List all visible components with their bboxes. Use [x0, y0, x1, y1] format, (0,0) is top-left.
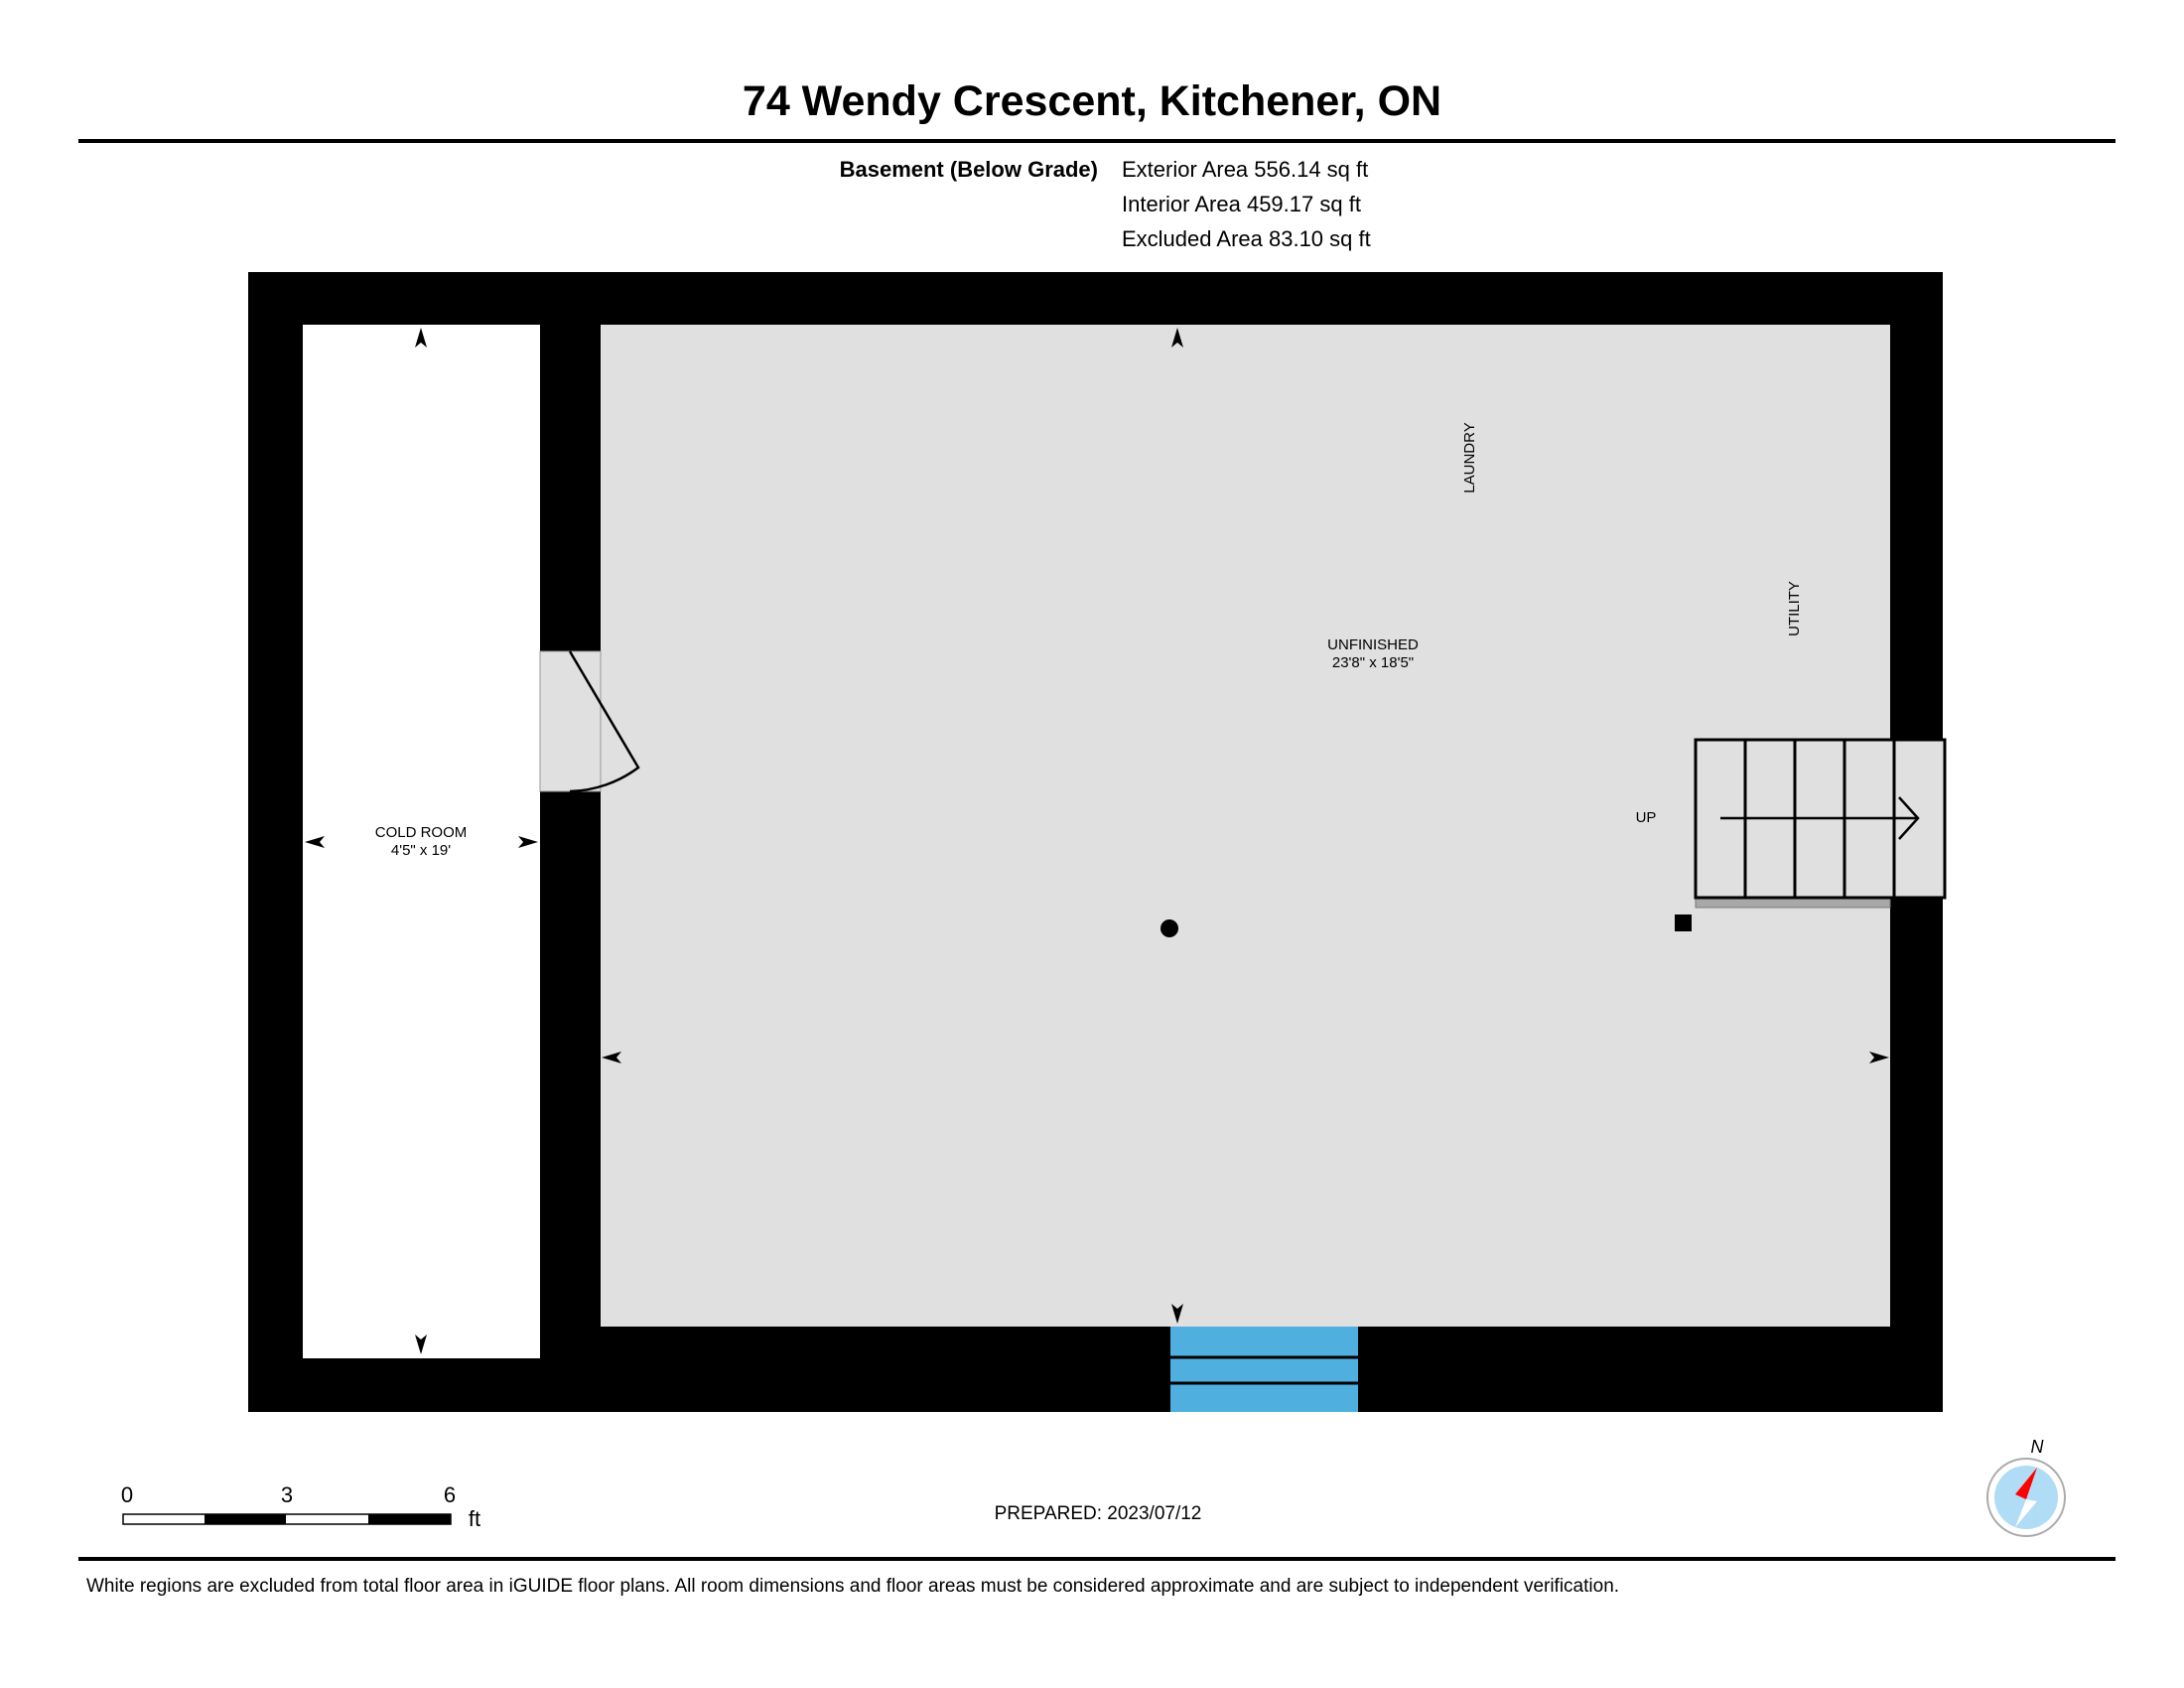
- scale-tick-0: 0: [120, 1482, 134, 1507]
- top-divider: [78, 139, 2116, 143]
- room-name: UNFINISHED: [1327, 636, 1419, 653]
- scale-unit: ft: [468, 1506, 481, 1531]
- scale-bar: [122, 1513, 452, 1525]
- exterior-area: Exterior Area 556.14 sq ft: [1122, 157, 1369, 182]
- floor-name: Basement (Below Grade): [839, 157, 1098, 182]
- disclaimer: White regions are excluded from total fl…: [86, 1576, 1620, 1597]
- unfinished-label: UNFINISHED 23'8" x 18'5": [1327, 636, 1419, 672]
- room-dims: 23'8" x 18'5": [1331, 654, 1415, 671]
- scale-tick-3: 3: [280, 1482, 294, 1507]
- post-circle: [1160, 919, 1178, 937]
- room-name: COLD ROOM: [374, 824, 468, 841]
- stairs: [1694, 738, 1947, 909]
- excluded-area: Excluded Area 83.10 sq ft: [1122, 226, 1371, 251]
- compass-north-label: N: [2030, 1437, 2044, 1457]
- unfinished-floor: [601, 325, 1890, 1327]
- interior-area: Interior Area 459.17 sq ft: [1122, 192, 1361, 216]
- stairs-up-label: UP: [1635, 809, 1657, 826]
- door-opening: [539, 650, 602, 792]
- cold-room-floor: [303, 325, 540, 1358]
- dimension-arrows: [305, 328, 1889, 1354]
- page-title: 74 Wendy Crescent, Kitchener, ON: [742, 77, 1442, 125]
- laundry-label: LAUNDRY: [1461, 422, 1478, 493]
- cold-room-label: COLD ROOM 4'5" x 19': [375, 824, 468, 860]
- bottom-divider: [78, 1557, 2116, 1561]
- scale-tick-6: 6: [443, 1482, 457, 1507]
- prepared-date: PREPARED: 2023/07/12: [994, 1503, 1202, 1524]
- utility-label: UTILITY: [1786, 581, 1803, 636]
- window: [1170, 1327, 1358, 1412]
- compass-icon: [1986, 1458, 2066, 1537]
- door-swing: [568, 650, 640, 793]
- post-square: [1675, 914, 1692, 931]
- room-dims: 4'5" x 19': [390, 842, 452, 859]
